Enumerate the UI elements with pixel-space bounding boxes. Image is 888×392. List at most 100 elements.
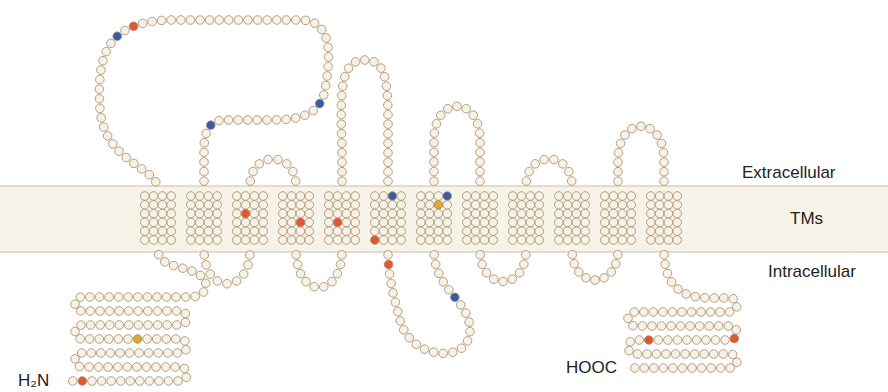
residue-bead: [609, 236, 618, 245]
residue-bead: [695, 322, 704, 331]
residue-bead: [417, 209, 426, 218]
residue-bead: [167, 16, 176, 25]
membrane-band: [0, 186, 888, 252]
residue-bead: [200, 167, 209, 176]
residue-bead: [263, 16, 272, 25]
residue-bead: [563, 192, 572, 201]
residue-bead: [187, 218, 196, 227]
residue-bead: [124, 293, 133, 302]
residue-bead: [234, 16, 243, 25]
residue-bead: [517, 201, 526, 210]
residue-bead: [250, 218, 259, 227]
residue-bead: [380, 73, 389, 82]
residue-bead: [635, 336, 644, 345]
residue-bead: [152, 363, 161, 372]
residue-bead: [574, 268, 583, 277]
residue-bead: [371, 236, 380, 245]
residue-bead: [660, 158, 669, 167]
residue-bead: [489, 236, 498, 245]
residue-bead: [572, 209, 581, 218]
residue-bead: [434, 218, 443, 227]
residue-bead: [618, 236, 627, 245]
residue-bead: [517, 192, 526, 201]
residue-bead: [633, 350, 642, 359]
residue-bead: [726, 364, 735, 373]
residue-bead: [601, 236, 610, 245]
residue-bead: [377, 64, 386, 73]
terminus-label: H₂N: [18, 371, 49, 391]
residue-bead: [287, 209, 296, 218]
residue-bead: [310, 282, 319, 291]
residue-bead: [664, 201, 673, 210]
residue-bead: [480, 209, 489, 218]
region-label: TMs: [790, 209, 823, 229]
residue-bead: [241, 192, 250, 201]
residue-bead: [133, 363, 142, 372]
residue-bead: [105, 335, 114, 344]
residue-bead: [730, 334, 739, 343]
residue-bead: [517, 218, 526, 227]
residue-bead: [384, 251, 393, 260]
residue-bead: [234, 116, 243, 125]
residue-bead: [282, 160, 291, 169]
residue-bead: [709, 350, 718, 359]
residue-bead: [76, 293, 85, 302]
residue-bead: [664, 236, 673, 245]
residue-bead: [167, 236, 176, 245]
residue-bead: [555, 209, 564, 218]
terminus-label: HOOC: [566, 358, 617, 378]
residue-bead: [324, 53, 333, 62]
residue-bead: [200, 251, 209, 260]
residue-bead: [195, 201, 204, 210]
residue-bead: [628, 124, 637, 133]
residue-bead: [272, 16, 281, 25]
residue-bead: [391, 298, 400, 307]
residue-bead: [432, 119, 441, 128]
residue-bead: [259, 209, 268, 218]
residue-bead: [434, 192, 443, 201]
residue-bead: [282, 115, 291, 124]
residue-bead: [75, 362, 84, 371]
residue-bead: [397, 236, 406, 245]
residue-bead: [626, 338, 635, 347]
residue-bead: [439, 349, 448, 358]
residue-bead: [466, 327, 475, 336]
residue-bead: [443, 236, 452, 245]
residue-bead: [163, 321, 172, 330]
residue-bead: [324, 62, 333, 71]
residue-bead: [609, 201, 618, 210]
residue-bead: [154, 250, 163, 259]
residue-bead: [448, 348, 457, 357]
residue-bead: [250, 192, 259, 201]
residue-bead: [719, 350, 728, 359]
residue-bead: [291, 177, 300, 186]
residue-bead: [509, 227, 518, 236]
residue-bead: [637, 122, 646, 131]
residue-bead: [95, 85, 104, 94]
residue-bead: [129, 22, 138, 31]
residue-bead: [618, 201, 627, 210]
residue-bead: [149, 218, 158, 227]
residue-bead: [337, 139, 346, 148]
residue-bead: [476, 167, 485, 176]
residue-bead: [525, 167, 534, 176]
residue-bead: [643, 350, 652, 359]
residue-bead: [627, 227, 636, 236]
residue-bead: [471, 218, 480, 227]
residue-bead: [282, 16, 291, 25]
residue-bead: [388, 236, 397, 245]
residue-bead: [333, 201, 342, 210]
residue-bead: [387, 279, 396, 288]
residue-bead: [351, 218, 360, 227]
residue-bead: [517, 209, 526, 218]
residue-bead: [471, 227, 480, 236]
residue-bead: [609, 227, 618, 236]
residue-bead: [152, 335, 161, 344]
residue-bead: [379, 227, 388, 236]
residue-bead: [664, 336, 673, 345]
residue-bead: [682, 290, 691, 299]
residue-bead: [396, 317, 405, 326]
residue-bead: [187, 201, 196, 210]
residue-bead: [325, 218, 334, 227]
residue-bead: [646, 124, 655, 133]
